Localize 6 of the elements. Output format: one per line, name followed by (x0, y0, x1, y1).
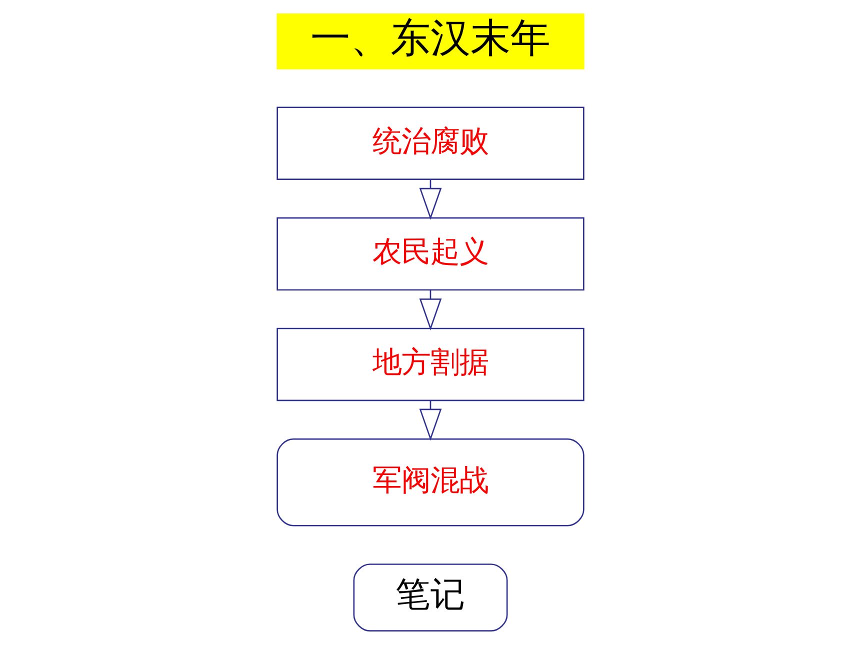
node-box: 地方割据 (276, 328, 584, 402)
node-box: 军阀混战 (276, 438, 584, 526)
node-box: 统治腐败 (276, 106, 584, 180)
node-box: 笔记 (352, 564, 508, 632)
node-box: 一、东汉末年 (276, 14, 584, 70)
node-box: 农民起义 (276, 217, 584, 291)
